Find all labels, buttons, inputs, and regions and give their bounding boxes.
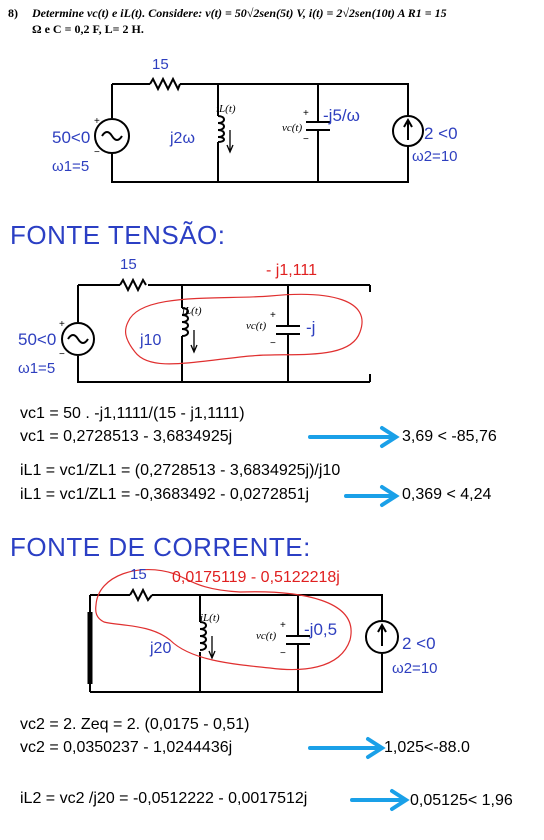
s1-vc1-value: vc1 = 0,2728513 - 3,6834925j	[20, 428, 233, 445]
c3-il-label: iL(t)	[200, 612, 220, 624]
circuit1-inductor	[217, 115, 225, 143]
s1-il1-formula: iL1 = vc1/ZL1 = (0,2728513 - 3,6834925j)…	[20, 462, 341, 479]
s1-vc1-polar: 3,69 < -85,76	[402, 428, 497, 445]
s2-vc2-value: vc2 = 0,0350237 - 1,0244436j	[20, 739, 233, 756]
svg-text:−: −	[94, 147, 100, 158]
circuit3-resistor	[129, 587, 153, 603]
c1-source-label: 50<0	[52, 128, 91, 147]
c2-omega1: ω1=5	[18, 360, 56, 377]
circuit2-red-loop	[124, 293, 363, 365]
circuit2-wires	[77, 284, 371, 383]
circuit1-wires	[111, 83, 409, 183]
c2-source-label: 50<0	[18, 330, 57, 349]
svg-text:+: +	[280, 620, 286, 631]
c1-il-label: iL(t)	[216, 103, 236, 115]
svg-text:−: −	[59, 349, 65, 360]
c1-resistor-label: 15	[152, 56, 169, 73]
circuit1-capacitor	[306, 121, 330, 131]
svg-text:+: +	[59, 319, 65, 330]
problem-number: 8)	[8, 6, 18, 20]
s2-il2-value: iL2 = vc2 /j20 = -0,0512222 - 0,0017512j	[20, 790, 308, 807]
c3-resistor-label: 15	[130, 566, 147, 583]
c3-current-source-label: 2 <0	[402, 634, 436, 653]
c2-il-label: iL(t)	[182, 305, 202, 317]
c1-vc-label: vc(t)	[282, 122, 303, 134]
svg-text:+: +	[270, 310, 276, 321]
circuit2-resistor	[119, 277, 147, 293]
circuit3-wires	[90, 594, 383, 693]
s1-il1-polar: 0,369 < 4,24	[402, 486, 492, 503]
s2-vc2-polar: 1,025<-88.0	[384, 739, 470, 756]
c1-current-source-label: 2 <0	[424, 124, 458, 143]
problem-line-2: Ω e C = 0,2 F, L= 2 H.	[32, 22, 144, 36]
s2-vc2-formula: vc2 = 2. Zeq = 2. (0,0175 - 0,51)	[20, 716, 250, 733]
svg-text:+: +	[303, 108, 309, 119]
s1-vc1-formula: vc1 = 50 . -j1,1111/(15 - j1,1111)	[20, 405, 245, 422]
section-title-current-source: FONTE DE CORRENTE:	[10, 532, 311, 562]
circuit3-capacitor	[286, 635, 310, 645]
c2-equivalent-impedance: - j1,111	[266, 262, 317, 279]
section-title-voltage-source: FONTE TENSÃO:	[10, 220, 226, 250]
s1-il1-value: iL1 = vc1/ZL1 = -0,3683492 - 0,0272851j	[20, 486, 310, 503]
circuit1-resistor	[149, 76, 181, 92]
result-arrows	[308, 426, 410, 811]
c1-capacitor-impedance: -j5/ω	[323, 106, 360, 125]
c1-inductor-impedance: j2ω	[170, 130, 195, 147]
circuit2-inductor	[181, 307, 189, 337]
c3-equivalent-impedance: 0,0175119 - 0,5122218j	[172, 569, 340, 586]
c2-inductor-impedance: j10	[140, 332, 162, 349]
svg-text:−: −	[303, 134, 309, 145]
c3-omega2: ω2=10	[392, 660, 438, 677]
s2-il2-polar: 0,05125< 1,96	[410, 792, 513, 809]
circuit2-capacitor	[276, 325, 300, 335]
svg-text:+: +	[94, 116, 100, 127]
c1-omega2: ω2=10	[412, 148, 458, 165]
c2-vc-label: vc(t)	[246, 320, 267, 332]
circuit3-inductor	[199, 621, 207, 651]
c3-inductor-impedance: j20	[150, 640, 172, 657]
svg-text:−: −	[280, 648, 286, 659]
c1-omega1: ω1=5	[52, 158, 90, 175]
problem-line-1: Determine vc(t) e iL(t). Considere: v(t)…	[32, 6, 447, 20]
c2-resistor-label: 15	[120, 256, 137, 273]
c3-vc-label: vc(t)	[256, 630, 277, 642]
c2-capacitor-impedance: -j	[306, 318, 316, 337]
circuit3-red-loop	[95, 568, 352, 671]
svg-text:−: −	[270, 338, 276, 349]
c3-capacitor-impedance: -j0,5	[304, 620, 338, 639]
